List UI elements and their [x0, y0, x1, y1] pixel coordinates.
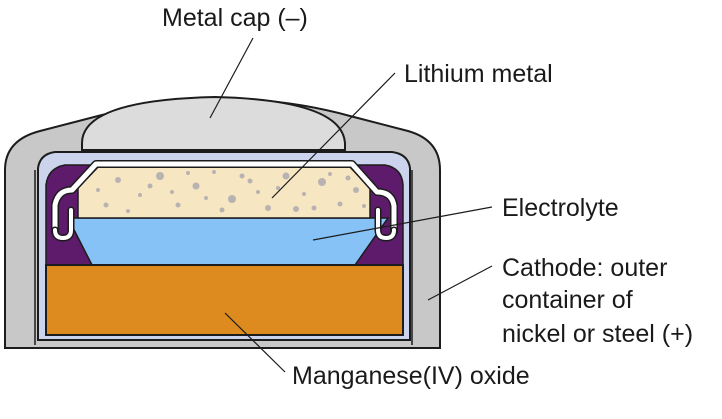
lithium-speckle	[126, 209, 130, 213]
lithium-speckle	[256, 190, 260, 194]
label-manganese-oxide: Manganese(IV) oxide	[292, 362, 530, 390]
lithium-speckle	[311, 205, 317, 211]
lithium-speckle	[318, 178, 326, 186]
lithium-speckle	[247, 178, 253, 184]
label-cathode-line-2: container of	[502, 286, 633, 314]
lithium-speckle	[345, 175, 351, 181]
lithium-speckles	[96, 170, 366, 213]
lithium-speckle	[204, 196, 208, 200]
manganese-oxide-block	[45, 264, 404, 336]
lithium-speckle	[328, 172, 332, 176]
leader-line-electrolyte	[312, 206, 493, 241]
lithium-speckle	[212, 170, 216, 174]
label-metal-cap: Metal cap (–)	[162, 4, 308, 32]
leader-line-manganese-oxide	[224, 312, 286, 373]
lithium-speckle	[337, 201, 343, 207]
seal-hook-right-core	[376, 208, 396, 241]
leader-line-lithium-metal	[271, 72, 396, 199]
lithium-speckle	[302, 192, 306, 196]
lithium-speckle	[265, 205, 271, 211]
seal-hook-left-core	[53, 208, 73, 241]
lithium-speckle	[175, 202, 181, 208]
lithium-speckle	[96, 188, 100, 192]
leader-line-metal-cap	[209, 37, 254, 119]
leader-line-cathode	[427, 265, 493, 301]
label-electrolyte: Electrolyte	[502, 194, 619, 222]
lithium-speckle	[362, 204, 366, 208]
cap-contact-strip-core	[52, 161, 397, 235]
lithium-speckle	[147, 183, 153, 189]
lithium-speckle	[353, 187, 359, 193]
lithium-speckle	[170, 190, 174, 194]
lithium-speckle	[219, 207, 225, 213]
lithium-speckle	[293, 206, 299, 212]
lithium-speckle	[239, 173, 245, 179]
lithium-speckle	[103, 202, 109, 208]
lithium-speckle	[156, 172, 164, 180]
label-cathode-line-3: nickel or steel (+)	[502, 320, 693, 348]
lithium-speckle	[228, 195, 236, 203]
electrolyte-region	[66, 217, 390, 266]
lithium-speckle	[192, 182, 200, 190]
lithium-speckle	[186, 171, 190, 175]
lithium-speckle	[138, 193, 142, 197]
label-cathode-line-1: Cathode: outer	[502, 254, 667, 282]
lithium-speckle	[276, 186, 280, 190]
lithium-speckle	[115, 177, 121, 183]
label-lithium-metal: Lithium metal	[404, 60, 553, 88]
metal-cap-dome	[81, 95, 346, 151]
lithium-speckle	[282, 172, 290, 180]
